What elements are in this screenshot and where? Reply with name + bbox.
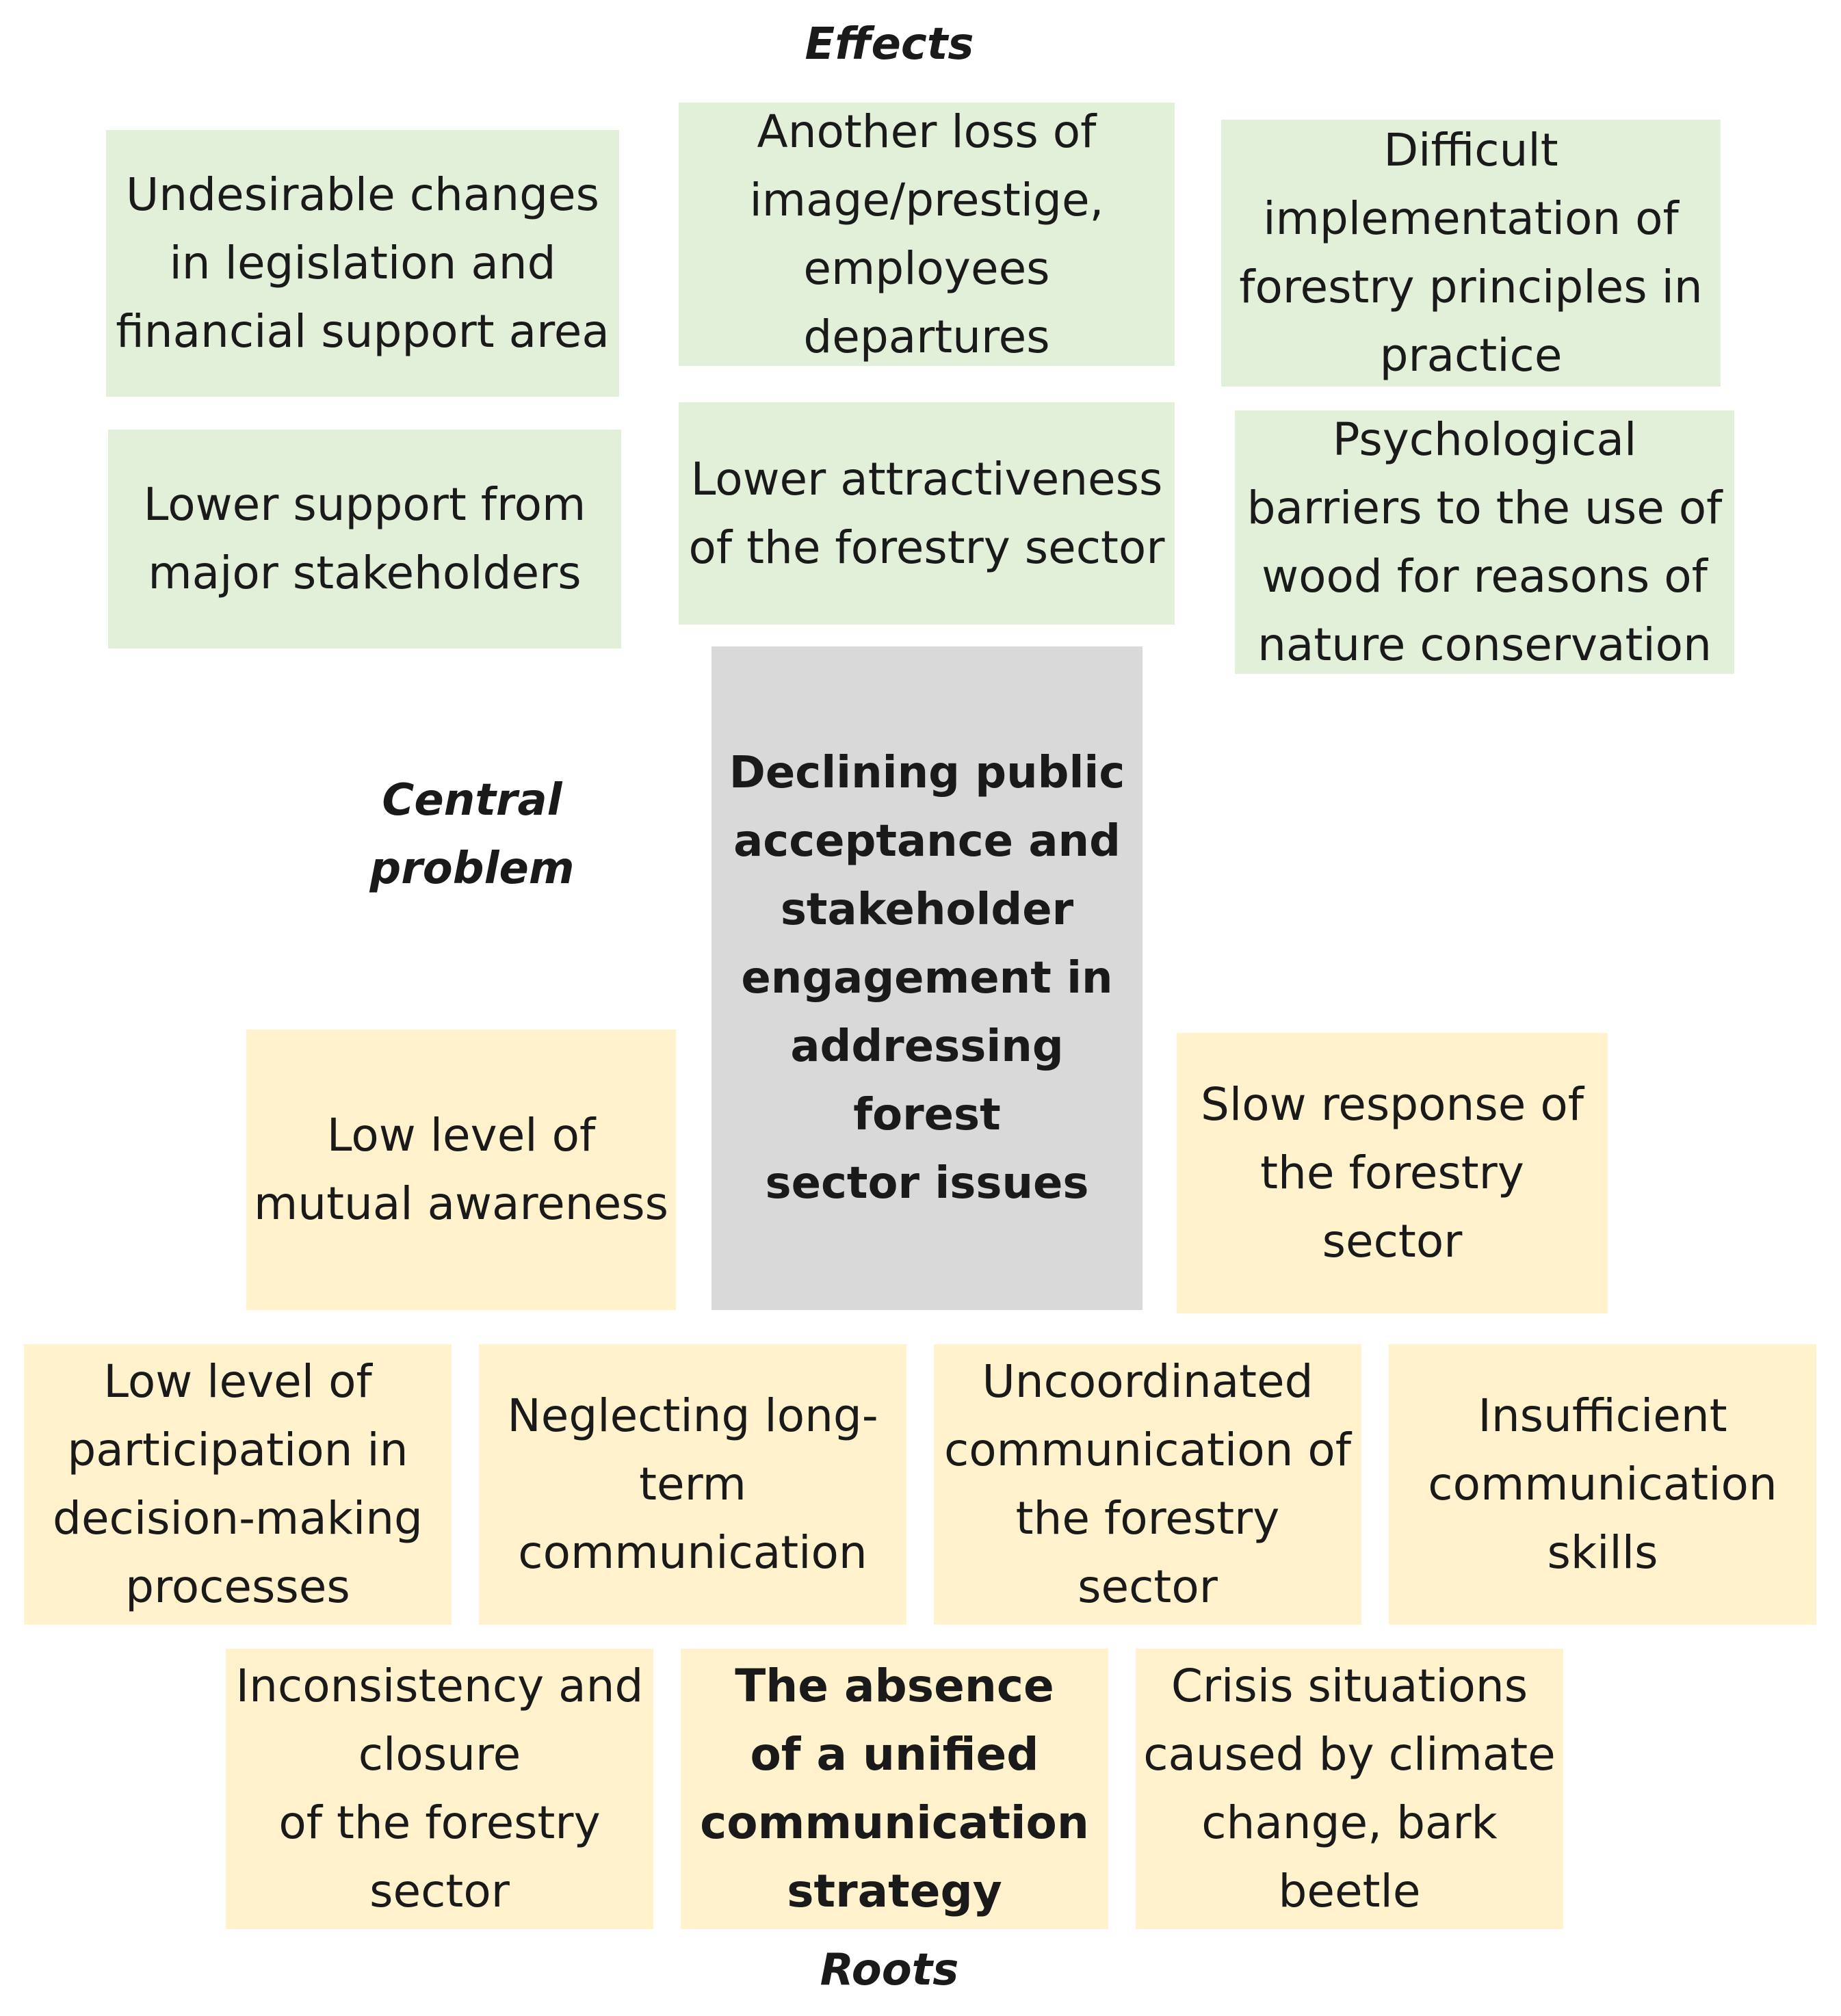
effect-box-stakeholder-support: Lower support from major stakeholders	[108, 430, 621, 649]
root-box-mutual-awareness: Low level of mutual awareness	[246, 1030, 676, 1310]
root-text: Neglecting long- term communication	[507, 1389, 878, 1579]
root-box-inconsistency-closure: Inconsistency and closure of the forestr…	[226, 1649, 653, 1929]
root-text: Uncoordinated communication of the fores…	[944, 1355, 1351, 1613]
effect-text: Difficult implementation of forestry pri…	[1239, 124, 1703, 382]
effect-text: Lower attractiveness of the forestry sec…	[688, 452, 1165, 574]
root-text: Slow response of the forestry sector	[1201, 1078, 1584, 1268]
root-text: Low level of mutual awareness	[254, 1109, 668, 1230]
central-problem-text: Declining public acceptance and stakehol…	[729, 748, 1125, 1209]
effect-box-implementation: Difficult implementation of forestry pri…	[1221, 120, 1721, 387]
effect-text: Undesirable changes in legislation and f…	[116, 168, 610, 358]
effect-text: Lower support from major stakeholders	[143, 478, 586, 599]
effects-label: Effects	[805, 19, 974, 70]
root-text: Low level of participation in decision-m…	[53, 1355, 423, 1613]
central-problem-box: Declining public acceptance and stakehol…	[711, 646, 1143, 1310]
root-box-uncoordinated-communication: Uncoordinated communication of the fores…	[934, 1344, 1361, 1625]
root-box-unified-strategy: The absence of a unified communication s…	[681, 1649, 1108, 1929]
root-box-crisis-situations: Crisis situations caused by climate chan…	[1136, 1649, 1563, 1929]
root-text: Crisis situations caused by climate chan…	[1143, 1660, 1556, 1917]
effect-box-attractiveness: Lower attractiveness of the forestry sec…	[679, 402, 1175, 625]
effect-text: Another loss of image/prestige, employee…	[749, 105, 1104, 363]
root-box-communication-skills: Insufficient communication skills	[1389, 1344, 1816, 1625]
effect-box-psychological-barriers: Psychological barriers to the use of woo…	[1235, 410, 1734, 674]
root-box-long-term-communication: Neglecting long- term communication	[479, 1344, 906, 1625]
root-box-participation: Low level of participation in decision-m…	[24, 1344, 452, 1625]
root-text: The absence of a unified communication s…	[700, 1660, 1089, 1917]
roots-label: Roots	[820, 1945, 959, 1995]
effect-box-legislation: Undesirable changes in legislation and f…	[106, 130, 619, 397]
root-text: Inconsistency and closure of the forestr…	[235, 1660, 644, 1917]
central-problem-label: Central problem	[369, 775, 575, 894]
effect-box-image-loss: Another loss of image/prestige, employee…	[679, 103, 1175, 366]
root-box-slow-response: Slow response of the forestry sector	[1177, 1033, 1608, 1313]
effect-text: Psychological barriers to the use of woo…	[1246, 413, 1723, 671]
root-text: Insufficient communication skills	[1428, 1389, 1777, 1579]
